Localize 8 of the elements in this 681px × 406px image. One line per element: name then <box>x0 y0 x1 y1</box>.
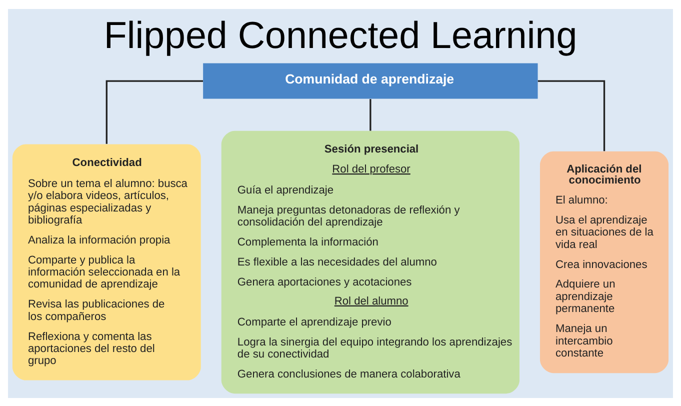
connector <box>370 98 372 130</box>
node-box: Comunidad de aprendizaje <box>203 62 538 98</box>
connector <box>106 80 203 144</box>
node-box: Aplicación del conocimiento El alumno: Usa el aprendizaje en situaciones de la vida real Crea innovaciones Adquiere un aprendizaje permanente Maneja un intercambio constante <box>540 150 669 373</box>
node-box: Conectividad Sobre un tema el alumno: busca y/o elabora videos, artículos, páginas especializadas y bibliografía Analiza la información propia Comparte y publica la información seleccionada en la comunidad de aprendizaje Revisa las publicaciones de los compañeros Reflexiona y comenta las aportaciones del resto del grupo <box>12 144 201 380</box>
diagram-title: Flipped Connected Learning <box>104 14 578 56</box>
node-box: Sesión presencial Rol del profesor Guía el aprendizaje Maneja preguntas detonadoras de reflexión y consolidación del aprendizaje Complementa la información Es flexible a las necesidades del alumno Genera aportaciones y acotaciones Rol del alumno Comparte el aprendizaje previo Logra la sinergia del equipo integrando los aprendizajes de su conectividad Genera conclusiones de manera colaborativa <box>221 130 520 394</box>
connector <box>538 80 606 151</box>
